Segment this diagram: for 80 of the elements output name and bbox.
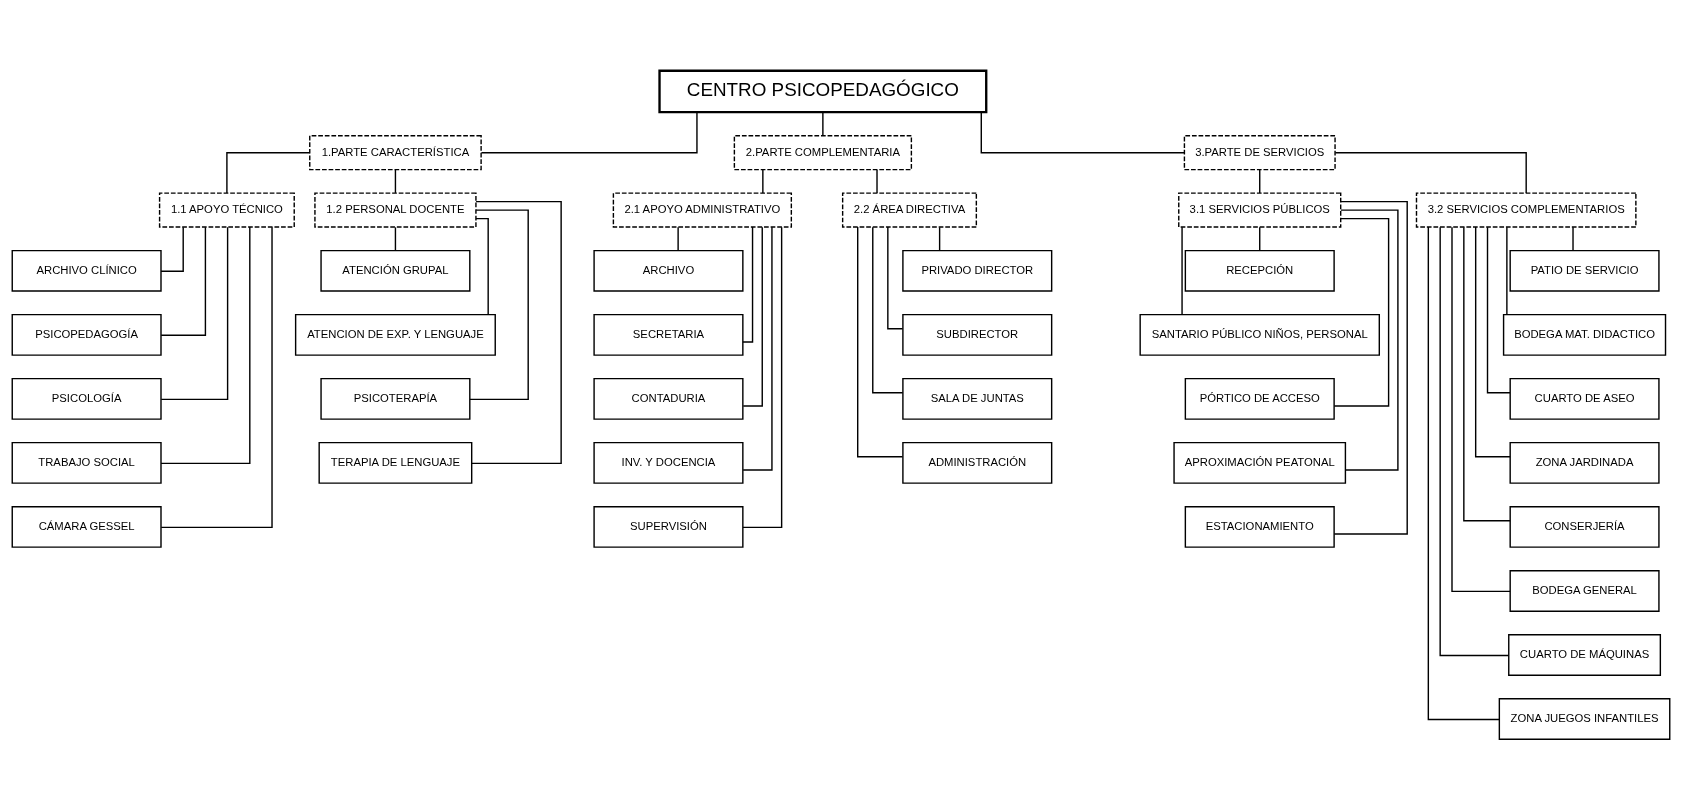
connector <box>471 200 562 464</box>
connector <box>1259 168 1261 194</box>
connector <box>394 168 397 194</box>
node-box: 3.1 SERVICIOS PÚBLICOS <box>1178 191 1342 228</box>
connector <box>1181 226 1183 315</box>
connector <box>938 226 941 251</box>
connector <box>742 225 763 407</box>
connector <box>887 225 904 329</box>
connector <box>160 226 229 400</box>
connector <box>1486 226 1511 393</box>
connector <box>1427 225 1500 720</box>
node-box: PSICOTERAPÍA <box>320 377 471 420</box>
connector <box>742 225 754 343</box>
node-box: CONTADURIA <box>593 377 744 420</box>
node-box: ARCHIVO <box>593 249 744 292</box>
node-box: ARCHIVO CLÍNICO <box>11 249 162 292</box>
connector <box>226 151 311 194</box>
connector <box>1572 226 1574 251</box>
node-box: 1.1 APOYO TÉCNICO <box>158 191 295 228</box>
node-box: RECEPCIÓN <box>1184 249 1335 292</box>
node-box: PRIVADO DIRECTOR <box>902 249 1053 292</box>
node-box: PATIO DE SERVICIO <box>1509 249 1660 292</box>
node-box: CONSERJERÍA <box>1509 505 1660 548</box>
connector <box>469 208 529 400</box>
node-box: CUARTO DE MÁQUINAS <box>1508 633 1662 676</box>
connector <box>876 168 878 194</box>
connector <box>762 168 764 194</box>
node-box: ZONA JARDINADA <box>1509 441 1660 484</box>
connector <box>1333 200 1408 535</box>
connector <box>160 226 207 336</box>
connector <box>394 226 397 251</box>
node-box: ZONA JUEGOS INFANTILES <box>1498 697 1671 740</box>
connector <box>1259 226 1261 251</box>
node-box: ATENCION DE EXP. Y LENGUAJE <box>294 313 496 356</box>
node-box: ADMINISTRACIÓN <box>902 441 1053 484</box>
node-box: TERAPIA DE LENGUAJE <box>318 441 473 484</box>
node-box: ATENCIÓN GRUPAL <box>320 249 471 292</box>
connector <box>475 217 489 315</box>
connector <box>980 111 1186 153</box>
node-box: BODEGA MAT. DIDACTICO <box>1502 313 1667 356</box>
node-box: SUBDIRECTOR <box>902 313 1053 356</box>
node-box: SECRETARIA <box>593 313 744 356</box>
node-box: PSICOPEDAGOGÍA <box>11 313 162 356</box>
node-box: SALA DE JUNTAS <box>902 377 1053 420</box>
connector <box>1474 225 1511 457</box>
node-box: 2.2 ÁREA DIRECTIVA <box>841 191 978 228</box>
connector <box>1506 226 1508 315</box>
connector <box>857 225 904 457</box>
connector <box>480 111 698 153</box>
node-box: SANTARIO PÚBLICO NIÑOS, PERSONAL <box>1139 313 1380 356</box>
node-box: 3.PARTE DE SERVICIOS <box>1183 134 1336 170</box>
connector <box>160 225 273 528</box>
connector <box>1439 226 1510 656</box>
connector <box>160 225 251 464</box>
connector <box>822 111 824 136</box>
node-box: BODEGA GENERAL <box>1509 569 1660 612</box>
node-box: SUPERVISIÓN <box>593 505 744 548</box>
node-box: PÓRTICO DE ACCESO <box>1184 377 1335 420</box>
node-box: CENTRO PSICOPEDAGÓGICO <box>658 69 988 113</box>
node-box: CÁMARA GESSEL <box>11 505 162 548</box>
connector <box>742 225 783 528</box>
node-box: 3.2 SERVICIOS COMPLEMENTARIOS <box>1415 191 1637 228</box>
connector <box>1451 226 1511 592</box>
connector <box>677 226 679 251</box>
node-box: APROXIMACIÓN PEATONAL <box>1173 441 1347 484</box>
node-box: 2.1 APOYO ADMINISTRATIVO <box>612 191 793 228</box>
node-box: PSICOLOGÍA <box>11 377 162 420</box>
node-box: TRABAJO SOCIAL <box>11 441 162 484</box>
node-box: 1.2 PERSONAL DOCENTE <box>314 191 477 228</box>
connector <box>1463 226 1511 521</box>
connector <box>742 225 773 471</box>
connector <box>1334 151 1527 194</box>
node-box: 2.PARTE COMPLEMENTARIA <box>733 134 913 170</box>
node-box: CUARTO DE ASEO <box>1509 377 1660 420</box>
node-box: ESTACIONAMIENTO <box>1184 505 1335 548</box>
connector <box>1333 217 1390 407</box>
connector <box>1340 208 1399 471</box>
connector <box>872 226 904 393</box>
node-box: 1.PARTE CARACTERÍSTICA <box>309 134 482 170</box>
node-box: INV. Y DOCENCIA <box>593 441 744 484</box>
